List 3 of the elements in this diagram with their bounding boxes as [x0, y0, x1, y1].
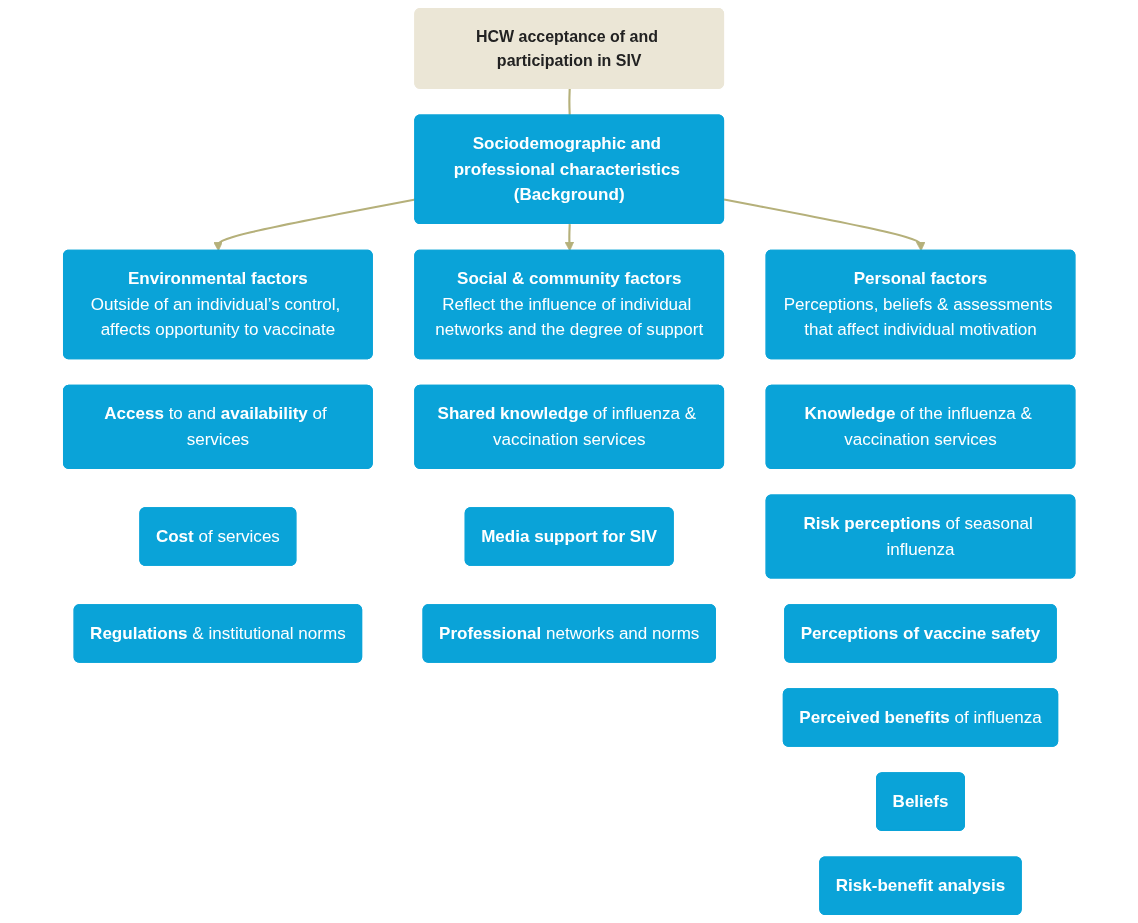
- connector: [568, 88, 571, 116]
- arrow: [564, 224, 574, 252]
- arrow: [723, 198, 926, 252]
